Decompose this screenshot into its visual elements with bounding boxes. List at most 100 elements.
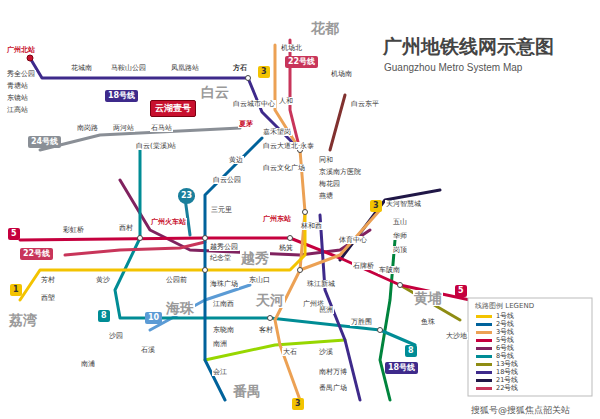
district-name: 黄埔 [413, 290, 443, 306]
station-name: 机场南 [330, 70, 353, 78]
legend-swatch [476, 339, 492, 342]
line-badge: 22号线 [285, 56, 318, 68]
station-name: 江高站 [6, 106, 29, 114]
badge-text: 3 [261, 67, 267, 76]
station-name: 南村万博 [318, 368, 348, 376]
station-name: 秀全公园 [6, 70, 36, 78]
legend-heading: 线路图例 LEGEND [474, 302, 535, 310]
legend-frame [468, 298, 592, 396]
line-badge: 8 [405, 345, 417, 357]
legend-text: 3号线 [496, 328, 514, 336]
station-dot [246, 76, 251, 81]
station-name: 沙溪 [318, 348, 334, 356]
station-name: 西塱 [40, 294, 56, 302]
metro-line [65, 242, 205, 255]
station-name: 嘉禾望岗 [262, 128, 292, 136]
station-name: 花城南 [70, 64, 93, 72]
legend-row: 18号线 [476, 369, 518, 376]
station-name: 大石 [282, 348, 298, 356]
legend-text: 22号线 [496, 384, 518, 392]
district-name: 天河 [255, 292, 285, 308]
metro-line [300, 210, 380, 270]
station-name: 广州东站 [262, 215, 292, 223]
station-dot [398, 283, 403, 288]
legend-row: 5号线 [476, 337, 514, 344]
district-name: 荔湾 [8, 312, 38, 328]
station-name: 石马站 [150, 124, 173, 132]
station-name: 石牌桥 [352, 262, 375, 270]
legend-text: 1号线 [496, 312, 514, 320]
station-dot [138, 236, 143, 241]
station-name: 会江 [212, 368, 228, 376]
station-name: 机场北 [280, 44, 303, 52]
station-name: 方石 [232, 64, 248, 72]
district-name: 越秀 [240, 250, 270, 266]
metro-line [340, 190, 440, 260]
line-badge: 18号线 [385, 362, 418, 374]
legend-row: 8号线 [476, 353, 514, 360]
station-name: 白云文化广场 [262, 164, 306, 172]
station-name: 越秀公园 [209, 243, 239, 251]
station-pin [27, 55, 33, 61]
legend-row: 22号线 [476, 385, 518, 392]
badge-text: 24号线 [31, 137, 58, 146]
metro-line [150, 285, 250, 330]
station-name: 同和 [318, 156, 334, 164]
station-name: 京溪南方医院 [318, 168, 362, 176]
station-name: 燕塘 [318, 192, 334, 200]
legend-text: 21号线 [496, 376, 518, 384]
station-name: 两河站 [112, 124, 135, 132]
legend-text: 13号线 [496, 360, 518, 368]
watermark: 搜狐号@搜狐焦点韶关站 [470, 405, 571, 415]
station-name: 天河智慧城 [385, 200, 422, 208]
legend-swatch [476, 379, 492, 382]
badge-text: 5 [458, 286, 464, 295]
map-title: 广州地铁线网示意图 [383, 34, 554, 60]
legend-swatch [476, 331, 492, 334]
station-name: 南岗路 [76, 124, 99, 132]
station-dot [203, 236, 208, 241]
station-dot [298, 268, 303, 273]
legend-swatch [476, 371, 492, 374]
station-name: 华师 [392, 232, 408, 240]
station-name: 三元里 [210, 206, 233, 214]
station-name: 芳村 [40, 276, 56, 284]
station-dot [288, 236, 293, 241]
legend-text: 5号线 [496, 336, 514, 344]
station-name: 琶洲 [318, 306, 334, 314]
station-dot [303, 210, 308, 215]
badge-text: 23 [181, 191, 192, 200]
badge-text: 8 [101, 311, 107, 320]
badge-text: 22号线 [23, 249, 50, 258]
legend-row: 21号线 [476, 377, 518, 384]
station-name: 广州火车站 [150, 218, 187, 226]
legend-text: 8号线 [496, 352, 514, 360]
line-badge: 5 [8, 228, 20, 240]
station-name: 杨箕 [278, 244, 294, 252]
station-name: 海珠广场 [209, 280, 239, 288]
badge-text: 1 [13, 285, 19, 294]
legend-swatch [476, 323, 492, 326]
legend-row: 2号线 [476, 321, 514, 328]
badge-text: 8 [408, 346, 414, 355]
station-dot [378, 328, 383, 333]
line-badge: 3 [292, 398, 304, 410]
legend-swatch [476, 387, 492, 390]
metro-line [20, 212, 305, 300]
legend-row: 6号线 [476, 345, 514, 352]
station-name: 纪念堂 [209, 254, 232, 262]
district-name: 花都 [310, 20, 340, 36]
station-name: 五山 [392, 218, 408, 226]
legend-text: 2号线 [496, 320, 514, 328]
station-name: 凤凰路站 [170, 64, 200, 72]
station-name: 南洲 [212, 340, 228, 348]
metro-line [40, 128, 240, 150]
station-name: 江南西 [212, 300, 235, 308]
station-name: 西村 [118, 224, 134, 232]
station-dot [268, 316, 273, 321]
station-name: 大沙地 [445, 332, 468, 340]
metro-lines [20, 40, 470, 400]
badge-text: 5 [11, 229, 17, 238]
district-name: 海珠 [165, 300, 195, 316]
station-name: 白云东平 [350, 100, 380, 108]
